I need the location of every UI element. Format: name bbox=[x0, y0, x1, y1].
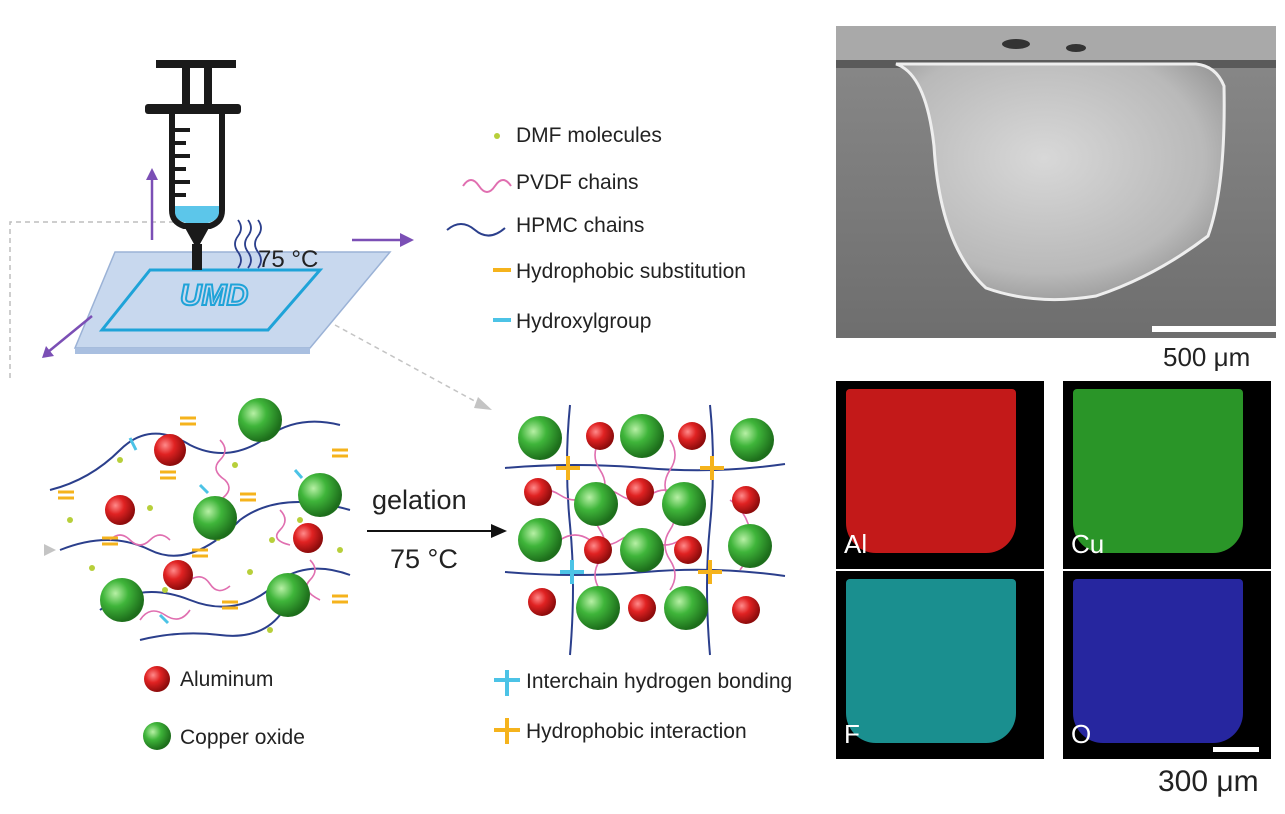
copper-oxide-symbol bbox=[143, 722, 171, 750]
legend-arrow-icon bbox=[352, 233, 414, 247]
dashed-link-left bbox=[9, 221, 210, 380]
aluminum-symbol bbox=[144, 666, 170, 692]
legend-hydrophobic-interaction: Hydrophobic interaction bbox=[526, 720, 747, 743]
dashed-arrowhead-left bbox=[44, 544, 56, 556]
print-temperature: 75 °C bbox=[258, 246, 319, 273]
gel-network bbox=[504, 404, 786, 656]
eds-map-f: F bbox=[836, 571, 1044, 759]
legend-hydrophobic: Hydrophobic substitution bbox=[516, 260, 746, 283]
syringe-icon bbox=[145, 60, 241, 270]
pvdf-symbol bbox=[462, 179, 512, 193]
legend-hpmc: HPMC chains bbox=[516, 214, 645, 237]
bond-legend-symbols bbox=[494, 670, 520, 744]
motion-arrows bbox=[42, 168, 158, 358]
eds-label-o: O bbox=[1071, 719, 1092, 749]
hbond-symbol bbox=[494, 670, 520, 696]
gelation-temperature: 75 °C bbox=[390, 544, 458, 574]
heat-waves-icon bbox=[234, 219, 262, 269]
pregel-mixture bbox=[49, 398, 351, 641]
legend-copper-oxide: Copper oxide bbox=[180, 726, 305, 749]
legend-aluminum: Aluminum bbox=[180, 668, 274, 691]
eds-map-cu: Cu bbox=[1063, 381, 1271, 569]
eds-map-al: Al bbox=[836, 381, 1044, 569]
legend-pvdf: PVDF chains bbox=[516, 171, 639, 194]
legend-hbond: Interchain hydrogen bonding bbox=[526, 670, 793, 693]
printing-illustration: UMD bbox=[9, 60, 392, 380]
eds-scale-bar bbox=[1213, 747, 1259, 752]
printed-logo: UMD bbox=[180, 279, 248, 312]
sem-scale-label: 500 μm bbox=[1163, 342, 1251, 372]
sem-image bbox=[836, 26, 1276, 338]
gelation-label: gelation bbox=[372, 485, 467, 515]
printed-pattern-frame bbox=[98, 268, 324, 332]
particle-legend-symbols bbox=[143, 666, 171, 750]
hpmc-symbol bbox=[446, 223, 506, 237]
hydrophobic-interaction-symbol bbox=[494, 718, 520, 744]
legend-symbols bbox=[446, 133, 512, 322]
eds-label-al: Al bbox=[844, 529, 868, 559]
legend-hydroxyl: Hydroxylgroup bbox=[516, 310, 652, 333]
legend-dmf: DMF molecules bbox=[516, 124, 662, 147]
eds-label-cu: Cu bbox=[1071, 529, 1105, 559]
eds-label-f: F bbox=[844, 719, 860, 749]
eds-scale-label: 300 μm bbox=[1158, 765, 1259, 798]
eds-map-o: O bbox=[1063, 571, 1271, 759]
substrate-edge bbox=[75, 348, 310, 354]
sem-scale-bar bbox=[1152, 326, 1276, 332]
dashed-arrow-to-gel bbox=[334, 324, 492, 410]
gelation-arrow-icon bbox=[367, 524, 507, 538]
dmf-symbol bbox=[494, 133, 500, 139]
